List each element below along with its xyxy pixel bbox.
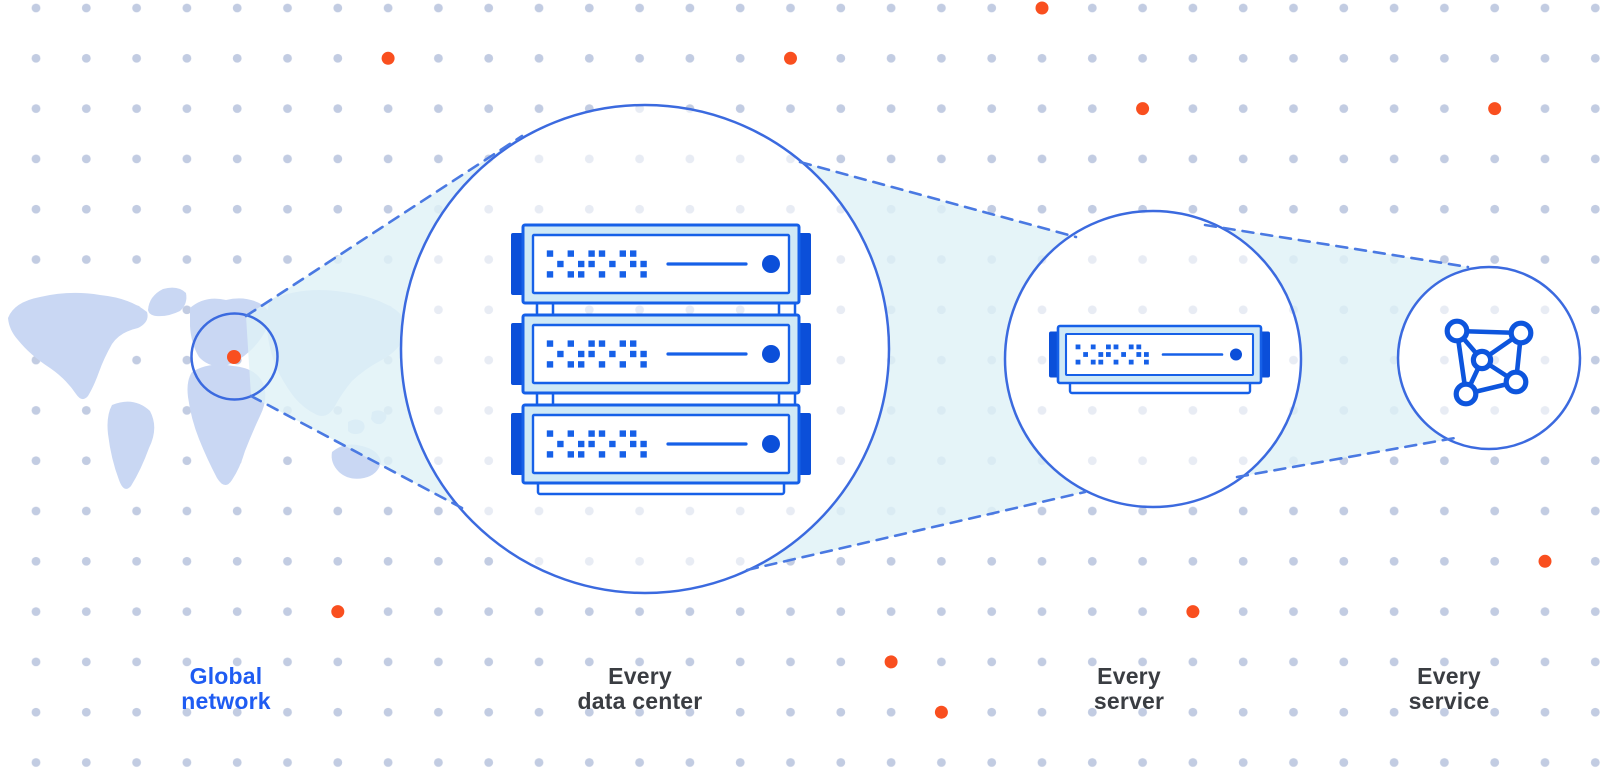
server-rack-unit — [511, 403, 811, 485]
label-every-service: Every service — [1408, 663, 1490, 714]
globe-marker-dot — [227, 350, 241, 364]
network-mesh-icon — [1444, 318, 1534, 407]
server-rack-unit — [511, 223, 811, 305]
label-global-network: Global network — [181, 663, 271, 714]
label-every-data-center: Every data center — [577, 663, 703, 714]
server-stack — [511, 223, 811, 496]
server-rack-unit — [511, 313, 811, 395]
server-unit — [1049, 324, 1270, 395]
orange-accent-dots — [331, 1, 1552, 719]
label-every-server: Every server — [1093, 663, 1165, 714]
dashed-connector-lines — [244, 134, 1470, 572]
server-circle — [1003, 209, 1303, 509]
global-network-circle — [190, 312, 279, 401]
